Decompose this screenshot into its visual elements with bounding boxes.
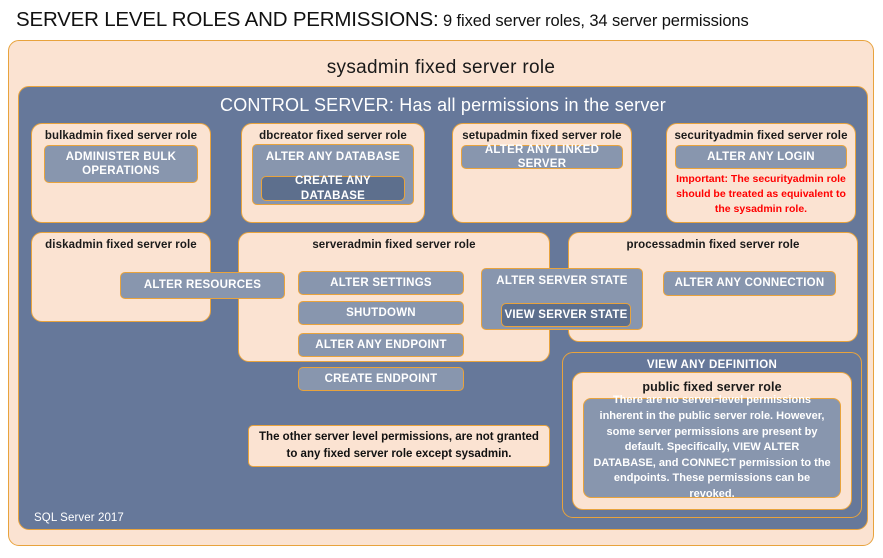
permission-administer-bulk-operations: ADMINISTER BULK OPERATIONS	[44, 145, 198, 183]
setupadmin-role-box: setupadmin fixed server role	[452, 123, 632, 223]
permission-create-any-database: CREATE ANY DATABASE	[261, 175, 405, 202]
dbcreator-role-title: dbcreator fixed server role	[259, 130, 407, 142]
permission-alter-any-login: ALTER ANY LOGIN	[675, 145, 847, 169]
sql-server-version-label: SQL Server 2017	[34, 512, 124, 524]
public-role-title: public fixed server role	[642, 380, 782, 394]
permission-view-any-definition-label: VIEW ANY DEFINITION	[646, 359, 778, 371]
sysadmin-role-title: sysadmin fixed server role	[326, 57, 556, 78]
permission-alter-any-connection: ALTER ANY CONNECTION	[663, 271, 836, 296]
permission-alter-any-endpoint: ALTER ANY ENDPOINT	[298, 333, 464, 357]
permission-alter-server-state-label: ALTER SERVER STATE	[496, 275, 628, 287]
setupadmin-role-title: setupadmin fixed server role	[462, 130, 622, 142]
permission-alter-any-database-label: ALTER ANY DATABASE	[265, 151, 401, 163]
diskadmin-role-title: diskadmin fixed server role	[45, 239, 197, 251]
page-title-main: SERVER LEVEL ROLES AND PERMISSIONS:	[16, 8, 439, 31]
permission-alter-resources: ALTER RESOURCES	[120, 272, 285, 299]
public-role-description: There are no server-level permissions in…	[583, 394, 841, 500]
permission-alter-any-linked-server: ALTER ANY LINKED SERVER	[461, 144, 623, 170]
other-permissions-note: The other server level permissions, are …	[248, 425, 550, 467]
permission-alter-settings: ALTER SETTINGS	[298, 271, 464, 295]
serveradmin-role-title: serveradmin fixed server role	[312, 239, 476, 251]
permission-create-endpoint: CREATE ENDPOINT	[298, 367, 464, 391]
permission-shutdown: SHUTDOWN	[298, 301, 464, 325]
securityadmin-role-title: securityadmin fixed server role	[674, 130, 848, 142]
bulkadmin-role-title: bulkadmin fixed server role	[44, 130, 198, 142]
page-title: SERVER LEVEL ROLES AND PERMISSIONS: 9 fi…	[16, 8, 876, 36]
permission-view-server-state: VIEW SERVER STATE	[501, 303, 631, 327]
securityadmin-warning-note: Important: The securityadmin role should…	[676, 173, 846, 216]
page-title-sub: 9 fixed server roles, 34 server permissi…	[438, 12, 749, 30]
securityadmin-role-box: securityadmin fixed server role Importan…	[666, 123, 856, 223]
control-server-title: CONTROL SERVER: Has all permissions in t…	[220, 95, 666, 115]
processadmin-role-title: processadmin fixed server role	[626, 239, 800, 251]
